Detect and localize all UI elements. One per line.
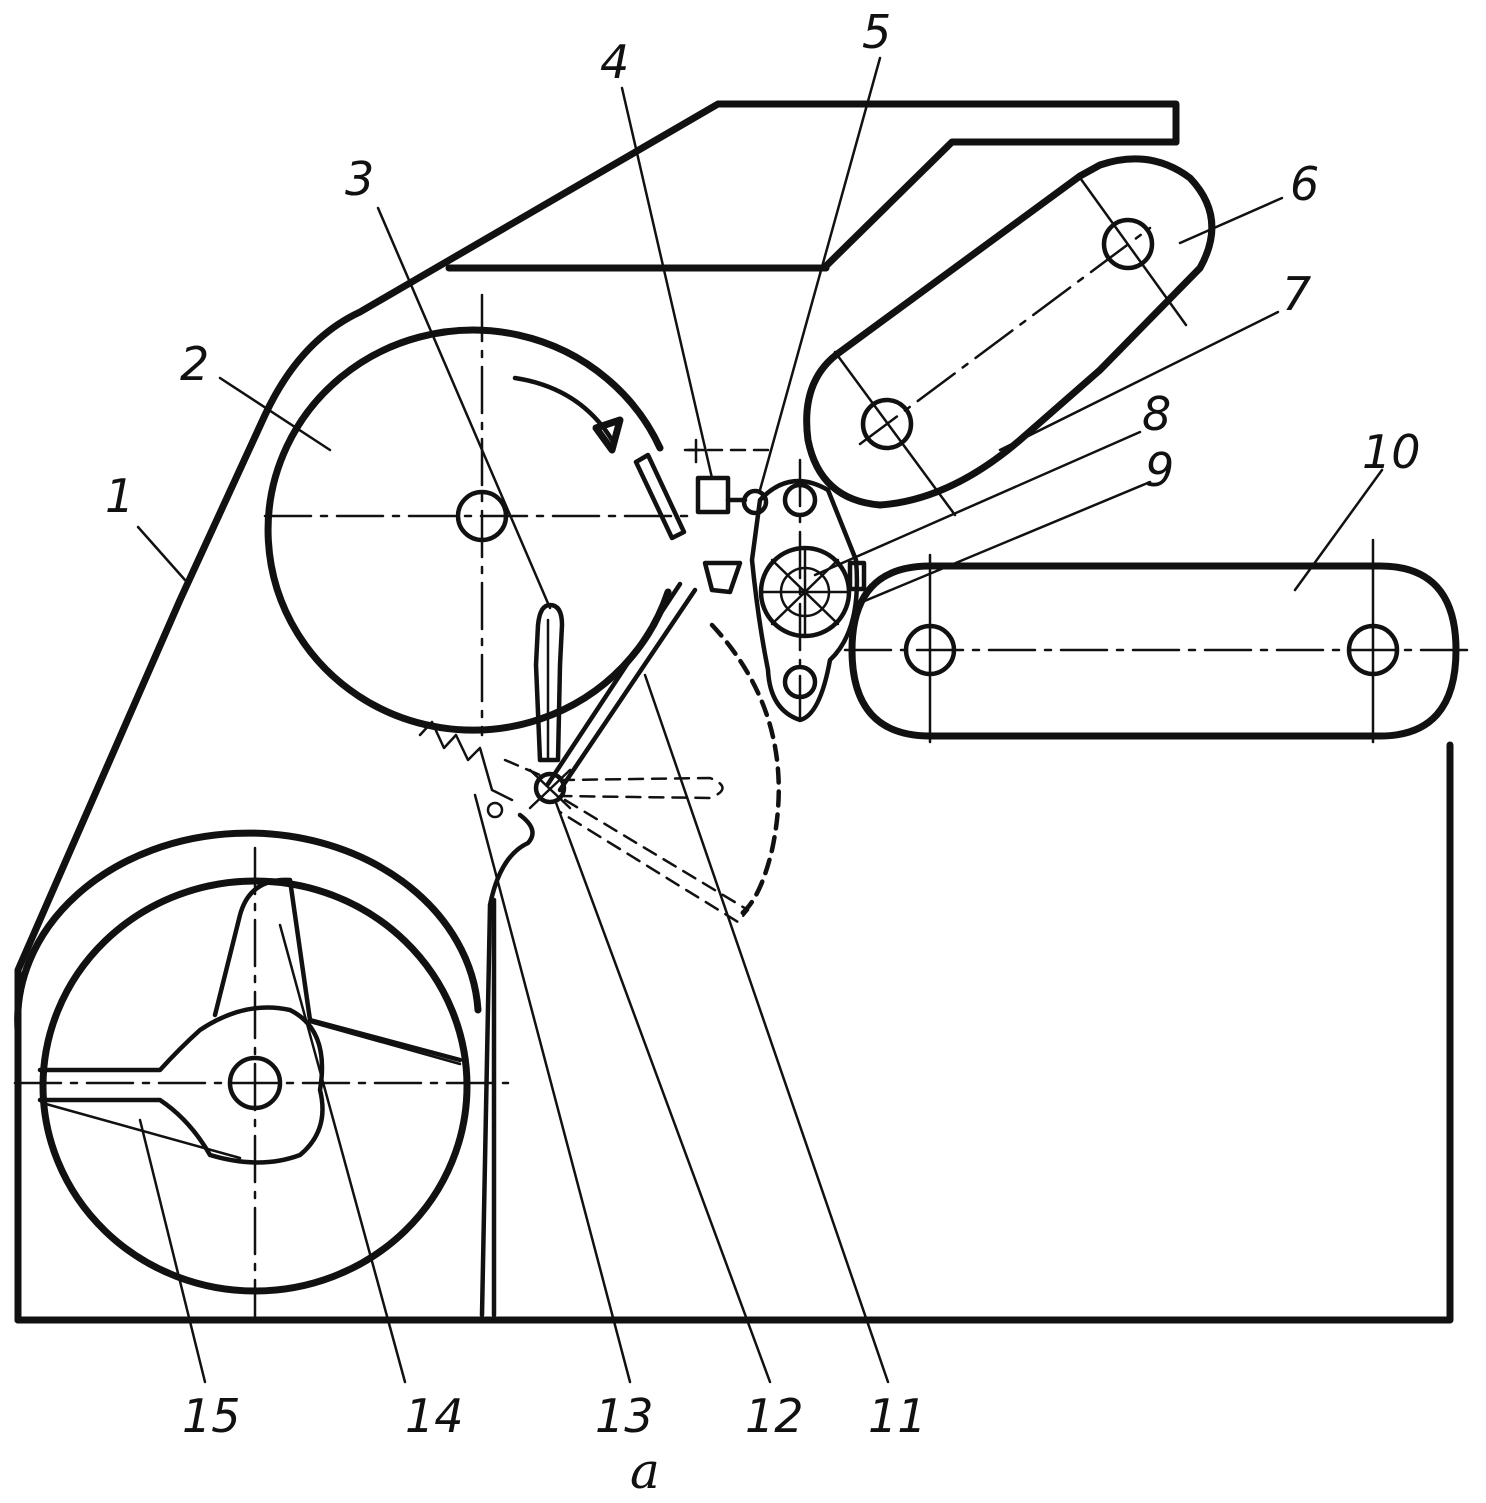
label-11: 11 [868, 1389, 927, 1443]
upper-conveyor [803, 155, 1216, 517]
label-8: 8 [1142, 387, 1171, 441]
label-4: 4 [600, 35, 629, 89]
label-1: 1 [105, 469, 134, 523]
leader-lines [136, 56, 1384, 1384]
roller-assembly [749, 458, 867, 723]
knife-assembly [545, 452, 743, 793]
swing-lever [418, 602, 781, 1318]
label-2: 2 [180, 337, 209, 391]
label-10: 10 [1362, 425, 1421, 479]
label-6: 6 [1290, 157, 1319, 211]
label-14: 14 [405, 1389, 464, 1443]
label-5: 5 [862, 5, 891, 59]
label-12: 12 [745, 1389, 804, 1443]
sensor-contact [683, 438, 772, 516]
label-3: 3 [345, 152, 374, 206]
output-conveyor [843, 538, 1470, 744]
housing-frame [14, 100, 1454, 1324]
label-9: 9 [1145, 443, 1174, 497]
label-15: 15 [182, 1389, 241, 1443]
label-7: 7 [1282, 267, 1311, 321]
figure-caption: a [630, 1442, 660, 1500]
lower-wheel [13, 829, 510, 1320]
part-labels: 1 2 3 4 5 6 7 8 9 10 11 12 13 14 15 [105, 5, 1421, 1443]
label-13: 13 [595, 1389, 654, 1443]
